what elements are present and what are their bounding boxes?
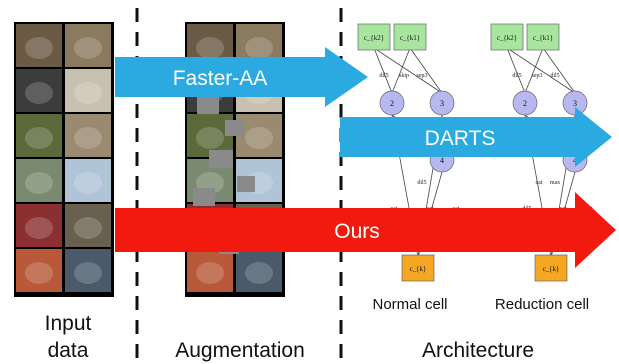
augmented-thumb-subject: [196, 127, 224, 149]
input-thumb-subject: [74, 172, 102, 194]
input-thumb: [16, 69, 62, 112]
cell-node-label: 4: [440, 156, 444, 165]
input-thumb-subject: [74, 217, 102, 239]
input-thumb: [16, 249, 62, 292]
augmented-thumb-subject: [245, 262, 273, 284]
input-thumb: [16, 24, 62, 67]
cell-edge: [373, 47, 393, 94]
cell-input-label: c_{k2}: [497, 34, 517, 42]
augmented-thumb-subject: [245, 37, 273, 59]
input-thumb-subject: [74, 82, 102, 104]
input-thumb: [65, 24, 111, 67]
cutout-patch: [193, 188, 215, 206]
edge-label: max: [550, 180, 560, 186]
edge-label: sep3: [532, 73, 543, 79]
cell-input-node: [393, 23, 427, 51]
input-thumb-subject: [25, 127, 53, 149]
augmented-thumb: [236, 249, 282, 292]
input-data-label-line1: Input: [45, 312, 92, 335]
cell-edge: [506, 47, 526, 94]
input-thumb: [65, 114, 111, 157]
cell-output-label: c_{k}: [543, 265, 560, 273]
cutout-patch: [197, 94, 219, 114]
ours-arrow: Ours: [115, 192, 616, 268]
edge-label: skip: [399, 73, 409, 79]
faster-aa-label: Faster-AA: [173, 67, 268, 90]
normal-cell-label: Normal cell: [372, 296, 447, 313]
augmented-thumb-subject: [196, 262, 224, 284]
input-thumb-subject: [74, 262, 102, 284]
input-images: [14, 22, 114, 297]
augmentation-label: Augmentation: [175, 339, 305, 362]
cell-edge: [409, 47, 443, 94]
augmented-thumb: [187, 249, 233, 292]
input-thumb-subject: [74, 127, 102, 149]
cell-input-node: [357, 23, 391, 51]
cell-output-node: [534, 254, 568, 282]
augmented-thumb-subject: [245, 127, 273, 149]
input-thumb: [16, 114, 62, 157]
cutout-patch: [237, 176, 255, 192]
cell-edge: [391, 47, 411, 94]
reduction-cell-label: Reduction cell: [495, 296, 589, 313]
cell-input-node: [490, 23, 524, 51]
input-thumb: [16, 204, 62, 247]
faster-aa-arrow-shape: [115, 47, 368, 107]
cell-node-label: 2: [390, 99, 394, 108]
input-thumb-subject: [25, 217, 53, 239]
cell-node: [429, 90, 455, 116]
cell-node: [379, 90, 405, 116]
input-thumb-subject: [25, 262, 53, 284]
edge-label: dil5: [379, 73, 388, 79]
ours-label: Ours: [334, 220, 380, 243]
cell-edge: [542, 47, 576, 94]
augmented-thumb-subject: [196, 37, 224, 59]
input-thumb-subject: [74, 37, 102, 59]
input-thumb-subject: [25, 82, 53, 104]
cell-node-label: 3: [573, 99, 577, 108]
input-thumb-subject: [25, 37, 53, 59]
cell-edge: [373, 47, 443, 94]
cell-edge: [524, 47, 544, 94]
cell-input-label: c_{k1}: [400, 34, 420, 42]
ours-arrow-shape: [115, 192, 616, 268]
edge-label: sep3: [417, 73, 428, 79]
cell-output-node: [401, 254, 435, 282]
augmented-thumb: [236, 114, 282, 157]
input-thumb: [16, 159, 62, 202]
input-data-label-line2: data: [48, 339, 89, 362]
edge-label: dil5: [512, 73, 521, 79]
darts-label: DARTS: [425, 127, 496, 150]
edge-label: cat: [536, 180, 543, 186]
cell-node-label: 3: [440, 99, 444, 108]
input-thumb-subject: [25, 172, 53, 194]
architecture-label: Architecture: [422, 339, 534, 362]
cell-node-label: 2: [523, 99, 527, 108]
darts-arrow: DARTS: [340, 107, 612, 167]
cell-input-label: c_{k1}: [533, 34, 553, 42]
edge-label: dil5: [550, 73, 559, 79]
input-thumb: [65, 159, 111, 202]
cell-output-label: c_{k}: [410, 265, 427, 273]
darts-arrow-shape: [340, 107, 612, 167]
cutout-patch: [225, 120, 243, 136]
edge-label: dil5: [417, 180, 426, 186]
input-thumb: [65, 204, 111, 247]
input-thumb: [65, 69, 111, 112]
cell-input-label: c_{k2}: [364, 34, 384, 42]
input-thumb: [65, 249, 111, 292]
cell-edge: [506, 47, 576, 94]
cell-input-node: [526, 23, 560, 51]
cell-node: [512, 90, 538, 116]
faster-aa-arrow: Faster-AA: [115, 47, 368, 107]
cutout-patch: [209, 150, 233, 168]
